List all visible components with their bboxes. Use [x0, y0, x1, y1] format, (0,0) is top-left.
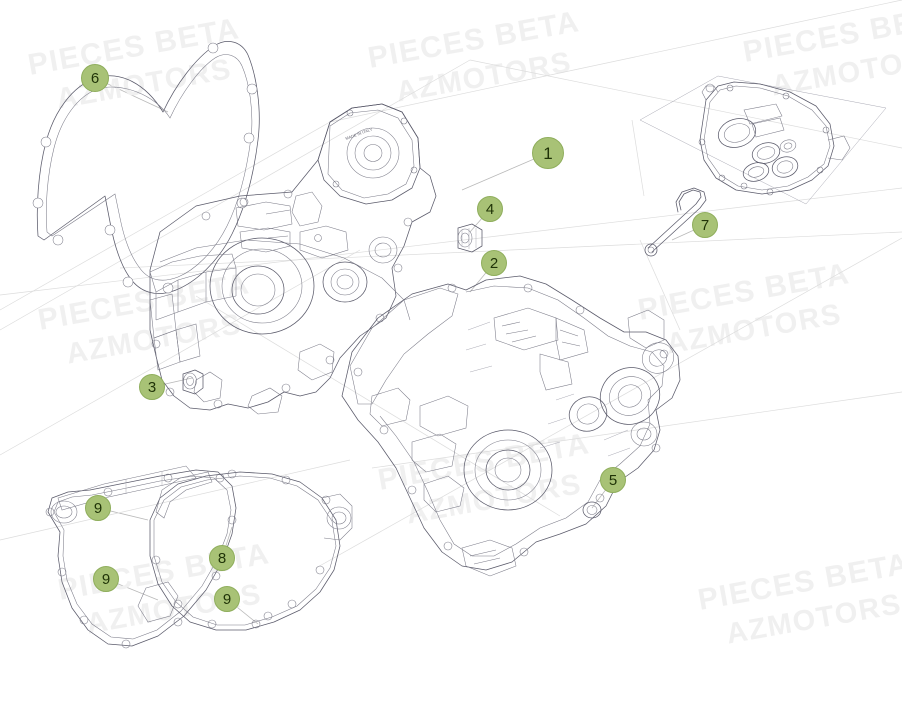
- callout-number: 9: [101, 570, 111, 588]
- callout-marker-3[interactable]: 3: [139, 374, 165, 400]
- callout-marker-2[interactable]: 2: [481, 250, 507, 276]
- callout-marker-7[interactable]: 7: [692, 212, 718, 238]
- callout-marker-8[interactable]: 8: [209, 545, 235, 571]
- callout-marker-4[interactable]: 4: [477, 196, 503, 222]
- callout-number: 7: [700, 216, 710, 234]
- callout-marker-1[interactable]: 1: [532, 137, 564, 169]
- callout-number: 8: [217, 549, 227, 567]
- callout-number: 6: [90, 69, 100, 87]
- part-right-crankcase-half: MADE IN ITALY: [149, 103, 437, 415]
- callout-number: 9: [93, 499, 103, 517]
- callout-number: 9: [222, 590, 232, 608]
- part-complete-gasket-set: [639, 75, 887, 205]
- callout-marker-9[interactable]: 9: [214, 586, 240, 612]
- part-dowel-bushing-center: [457, 223, 483, 253]
- callout-marker-9[interactable]: 9: [93, 566, 119, 592]
- callout-number: 3: [147, 378, 157, 396]
- part-left-crankcase-half: [341, 275, 681, 577]
- callout-marker-6[interactable]: 6: [81, 64, 109, 92]
- callout-number: 1: [543, 143, 553, 163]
- callout-number: 2: [489, 254, 499, 272]
- callout-number: 5: [608, 471, 618, 489]
- callout-marker-9[interactable]: 9: [85, 495, 111, 521]
- callout-number: 4: [485, 200, 495, 218]
- part-ignition-cover-gaskets: [45, 465, 353, 649]
- callout-marker-5[interactable]: 5: [600, 467, 626, 493]
- part-dowel-bushing-left: [182, 369, 204, 395]
- part-wire-retaining-clip: [644, 187, 707, 257]
